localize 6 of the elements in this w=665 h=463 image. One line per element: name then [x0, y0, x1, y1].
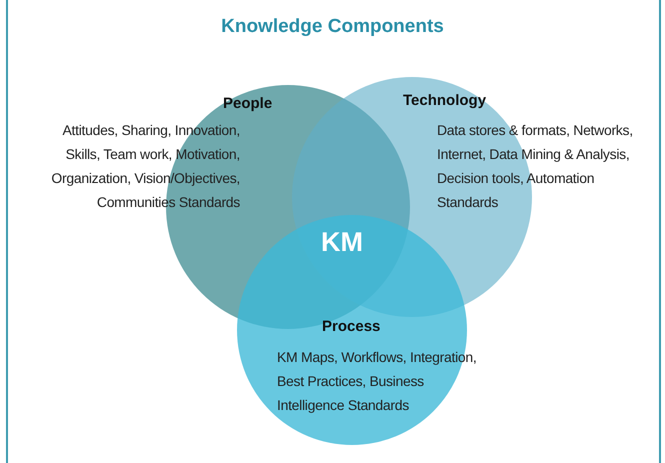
- circle-heading: Process: [322, 318, 380, 335]
- circle-heading: Technology: [403, 92, 486, 109]
- center-label: KM: [321, 227, 363, 258]
- circle-heading: People: [223, 95, 272, 112]
- circle-description: Data stores & formats, Networks, Internet, Data Mining & Analysis, Decision tools, Automation Standards: [437, 121, 634, 212]
- diagram-title: Knowledge Components: [220, 16, 445, 38]
